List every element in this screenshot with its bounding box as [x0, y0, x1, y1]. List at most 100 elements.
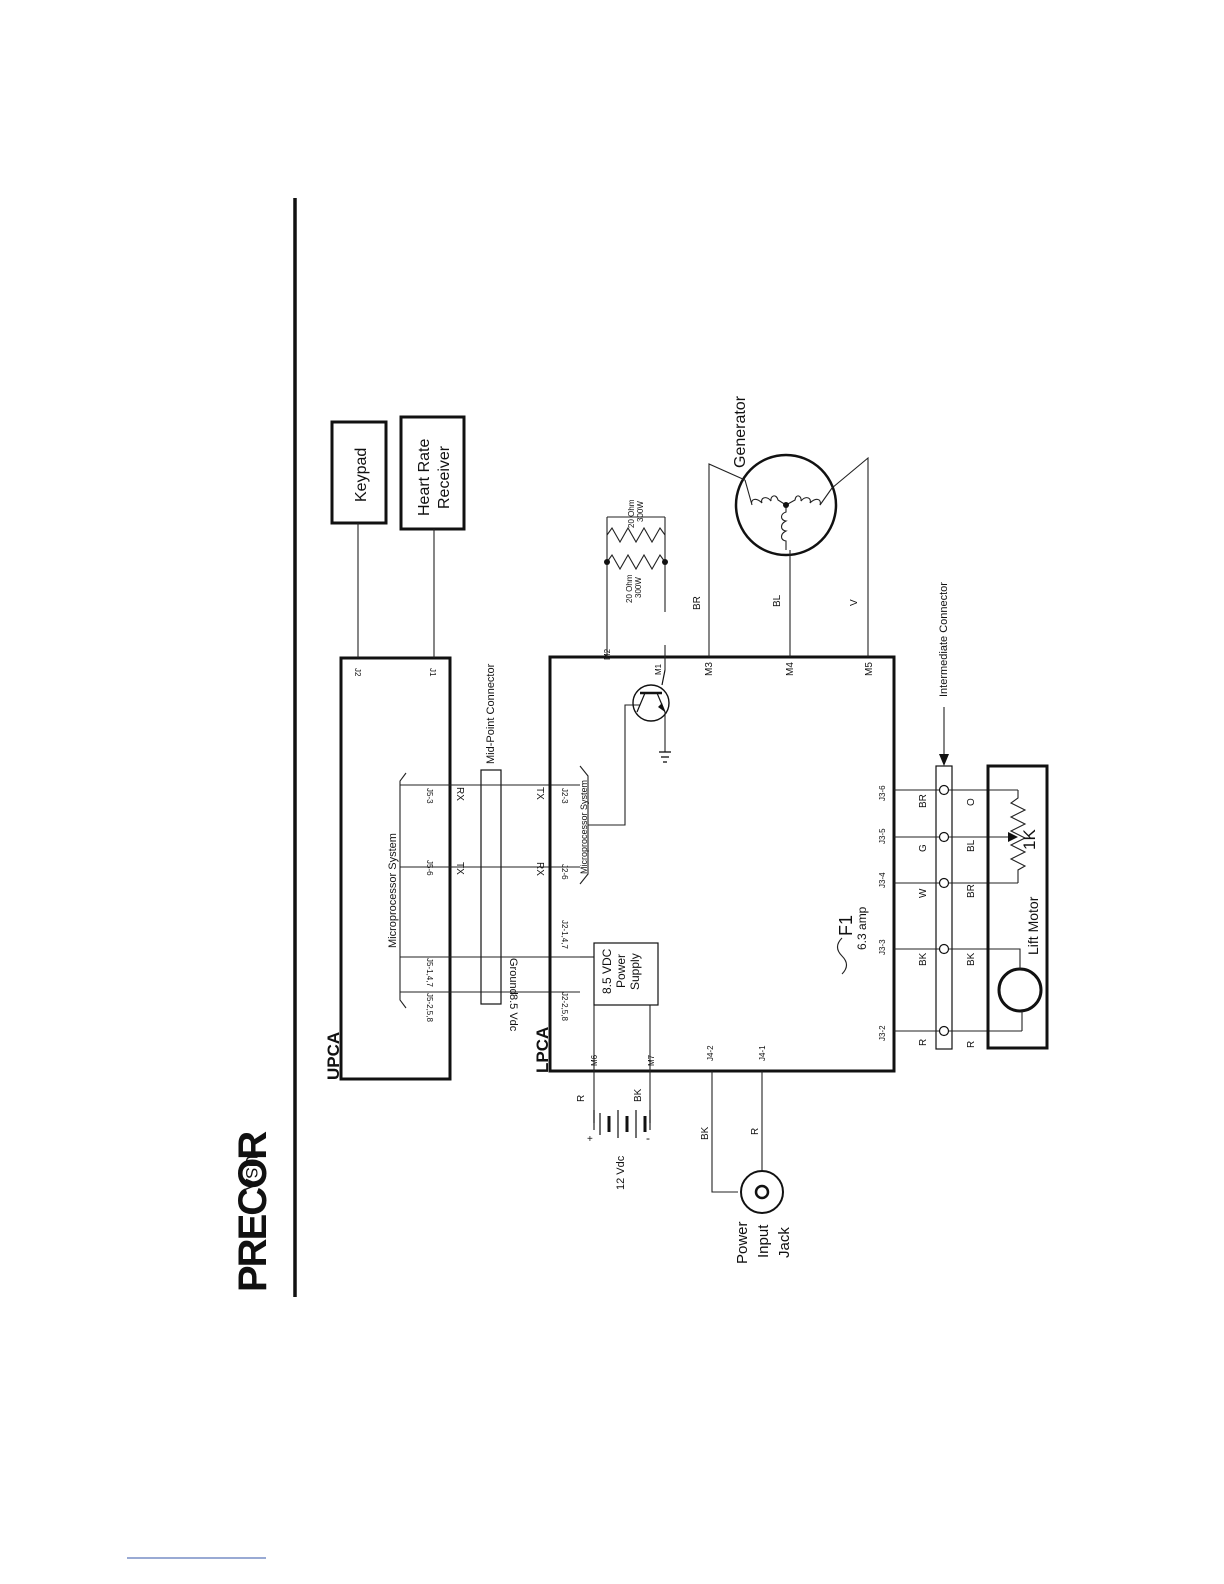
sig-tx-upper: TX	[454, 862, 465, 875]
sig-rx-upper: RX	[454, 787, 465, 801]
wire-color-jack-r: R	[750, 1128, 761, 1135]
wire-jack-bk	[711, 1071, 738, 1193]
lpca-pin-j2147: J2-1,4,7	[560, 920, 569, 949]
generator-coils	[744, 479, 833, 550]
node-dot-2	[662, 559, 668, 565]
precor-logo: PRECOR USA	[231, 1131, 275, 1292]
hr-label-2: Receiver	[436, 445, 453, 509]
power-jack-line-3: Jack	[776, 1227, 793, 1258]
generator-label: Generator	[732, 395, 749, 468]
wire-color-m4: BL	[772, 594, 783, 607]
intermediate-arrow-head	[939, 754, 949, 766]
resistor-1	[606, 526, 666, 544]
lpca-pin-j33: J3-3	[878, 939, 887, 955]
intermediate-label: Intermediate Connector	[938, 582, 950, 697]
transistor	[632, 669, 670, 722]
resistor-2	[606, 553, 666, 571]
upca-pin-j2: J2	[353, 668, 362, 677]
wire-color-j34-out: BR	[966, 884, 977, 898]
ground-icon	[659, 751, 671, 763]
lpca-pin-m7: M7	[647, 1054, 656, 1066]
lift-motor-label: Lift Motor	[1025, 896, 1041, 955]
battery-icon	[593, 1110, 651, 1138]
lpca-pin-j36: J3-6	[878, 785, 887, 801]
wire-color-j36-in: BR	[918, 794, 929, 808]
lpca-pin-j26: J2-6	[560, 864, 569, 880]
psu-line-1: 8.5 VDC	[600, 948, 614, 994]
lpca-board	[548, 655, 896, 1073]
wire-color-m3: BR	[692, 596, 703, 610]
upca-label: UPCA	[324, 1032, 343, 1080]
micro-bracket-upper	[399, 772, 407, 1009]
wire-color-battery-neg: BK	[633, 1088, 644, 1102]
lpca-label: LPCA	[533, 1027, 552, 1073]
logo-brand: PRECOR	[231, 1131, 275, 1292]
lift-motor-box	[986, 764, 1049, 1050]
battery-plus: +	[587, 1134, 593, 1145]
lpca-pin-j42: J4-2	[706, 1045, 715, 1061]
sig-tx-lower: TX	[534, 787, 545, 800]
lpca-pin-j2258: J2-2,5,8	[560, 992, 569, 1021]
psu-line-3: Supply	[628, 953, 642, 990]
wire-micro-to-transistor	[588, 704, 640, 826]
wire-color-j35-in: G	[918, 844, 929, 852]
wire-color-j33-out: BK	[966, 952, 977, 966]
midpoint-label: Mid-Point Connector	[485, 663, 497, 764]
keypad-label: Keypad	[353, 448, 370, 502]
wire-color-jack-bk: BK	[700, 1126, 711, 1140]
wire-m5-generator	[831, 456, 869, 657]
psu-line-2: Power	[614, 954, 628, 988]
upca-board	[339, 656, 452, 1081]
terminal-j35	[938, 831, 950, 843]
micro-system-lower: Microprocessor System	[579, 780, 589, 874]
lpca-pin-j34: J3-4	[878, 872, 887, 888]
micro-system-upper: Microprocessor System	[387, 833, 399, 948]
power-jack-icon	[740, 1170, 784, 1214]
upca-pin-j56: J5-6	[425, 860, 434, 876]
lift-motor-icon	[997, 967, 1043, 1013]
wire-color-j36-out: O	[966, 798, 977, 806]
lpca-pin-m2: M2	[603, 648, 612, 660]
resistor-1-power: 300W	[636, 501, 645, 522]
wire-color-j35-out: BL	[966, 839, 977, 852]
wire-color-battery-pos: R	[576, 1095, 587, 1102]
lpca-pin-j41: J4-1	[758, 1045, 767, 1061]
sig-vdc: 8.5 Vdc	[507, 994, 519, 1032]
power-jack-line-2: Input	[755, 1224, 772, 1258]
lpca-pin-m3: M3	[704, 662, 715, 676]
keypad-box	[330, 420, 388, 525]
hr-label-1: Heart Rate	[416, 439, 433, 516]
battery-minus: -	[646, 1131, 650, 1145]
wire-color-j32-in: R	[918, 1039, 929, 1046]
midpoint-connector	[480, 769, 502, 1005]
wire-color-j33-in: BK	[918, 952, 929, 966]
wire-color-j34-in: W	[918, 888, 929, 898]
potentiometer	[1009, 790, 1027, 883]
upca-pin-j5258: J5-2,5,8	[425, 993, 434, 1022]
resistor-1-value: 20 Ohm	[627, 499, 636, 528]
fuse-rating: 6.3 amp	[855, 906, 869, 950]
wire-color-m5: V	[849, 599, 860, 606]
psu-box	[593, 942, 659, 1006]
lpca-pin-m5: M5	[864, 662, 875, 676]
terminal-j34	[938, 877, 950, 889]
upca-pin-j5147: J5-1,4,7	[425, 958, 434, 987]
power-jack-line-1: Power	[734, 1221, 751, 1264]
wire-color-j32-out: R	[966, 1041, 977, 1048]
fuse-icon	[836, 937, 848, 975]
fuse-label: F1	[836, 915, 856, 936]
lpca-pin-m6: M6	[590, 1054, 599, 1066]
lpca-pin-j23: J2-3	[560, 788, 569, 804]
intermediate-connector	[935, 765, 953, 1050]
resistor-2-power: 300W	[634, 577, 643, 598]
power-jack-center	[754, 1184, 770, 1200]
terminal-j33	[938, 943, 950, 955]
sig-ground: Ground	[507, 958, 519, 995]
resistor-2-value: 20 Ohm	[625, 574, 634, 603]
wire-m3-generator	[708, 463, 746, 657]
lpca-pin-m1: M1	[654, 663, 663, 675]
battery-label: 12 Vdc	[615, 1155, 627, 1190]
lift-motor-wire-bk	[1010, 948, 1021, 969]
logo-suffix: USA	[242, 1155, 261, 1191]
